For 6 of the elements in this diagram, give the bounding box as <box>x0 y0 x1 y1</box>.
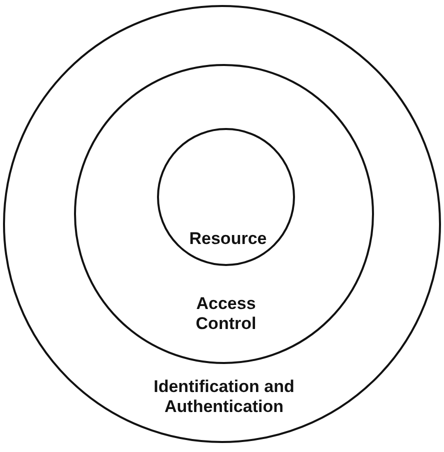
ring-label: Identification and Authentication <box>152 377 296 417</box>
ring-label: Resource <box>188 229 268 249</box>
ring-label: Access Control <box>194 294 258 334</box>
inner-ring <box>157 128 295 266</box>
outer-ring <box>3 5 441 443</box>
middle-ring <box>74 64 374 364</box>
